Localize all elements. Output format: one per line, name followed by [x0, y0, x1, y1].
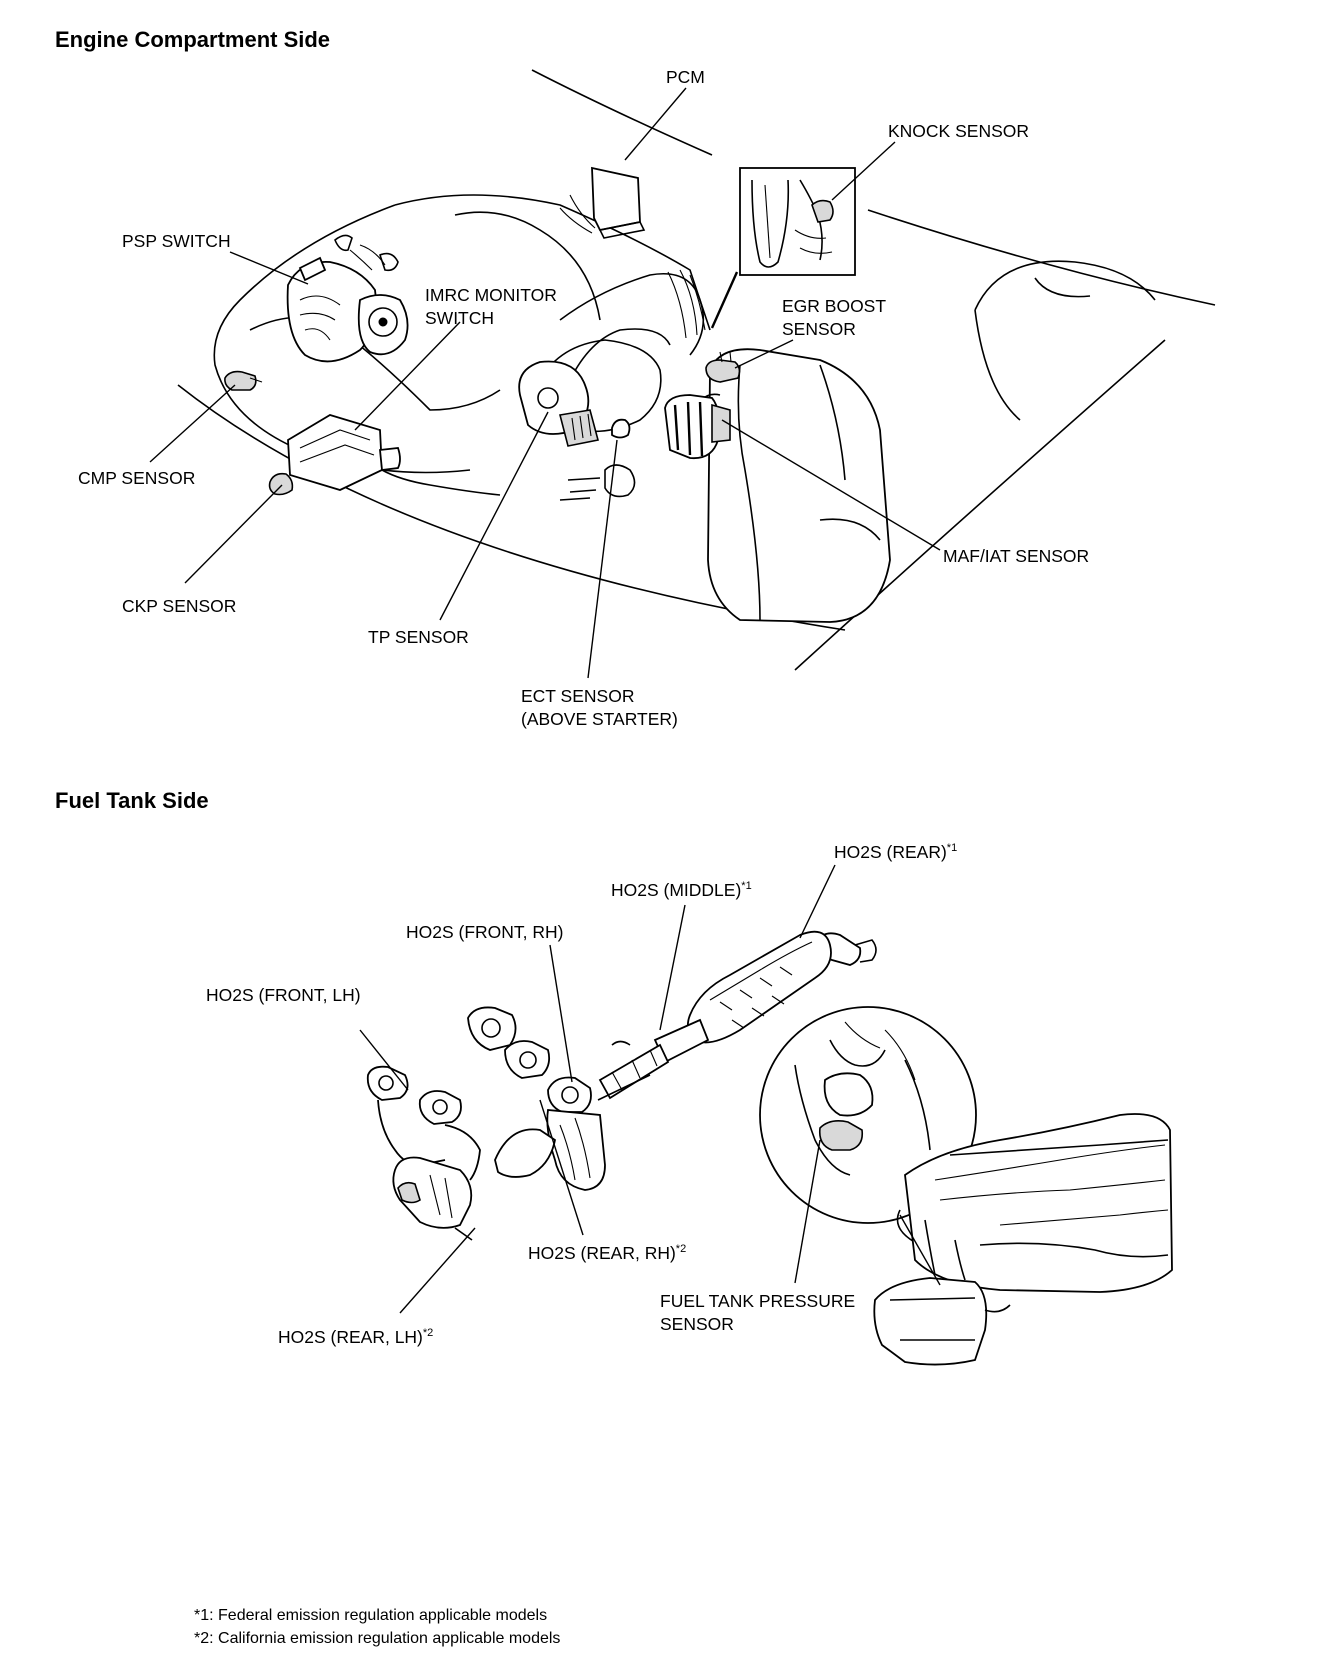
footnotes: *1: Federal emission regulation applicab…	[194, 1607, 560, 1647]
fuel-leader-lines	[359, 864, 836, 1314]
label-egr-line2: SENSOR	[782, 319, 856, 339]
label-ho2s-rear-lh: HO2S (REAR, LH)*2	[278, 1327, 433, 1347]
label-imrc-line2: SWITCH	[425, 308, 494, 328]
label-ftp-line1: FUEL TANK PRESSURE	[660, 1291, 855, 1311]
fuel-tank-drawing	[759, 1006, 1173, 1366]
knock-sensor-inset	[739, 167, 856, 276]
label-ftp-line2: SENSOR	[660, 1314, 734, 1334]
label-ho2s-middle: HO2S (MIDDLE)*1	[611, 880, 752, 900]
label-ho2s-rear-rh: HO2S (REAR, RH)*2	[528, 1243, 686, 1263]
engine-labels: PCM KNOCK SENSOR PSP SWITCH IMRC MONITOR…	[78, 67, 1089, 729]
label-cmp-sensor: CMP SENSOR	[78, 468, 195, 488]
label-imrc-line1: IMRC MONITOR	[425, 285, 557, 305]
label-ho2s-front-rh: HO2S (FRONT, RH)	[406, 922, 564, 942]
label-ckp-sensor: CKP SENSOR	[122, 596, 236, 616]
label-knock-sensor: KNOCK SENSOR	[888, 121, 1029, 141]
footnote-1: *1: Federal emission regulation applicab…	[194, 1607, 547, 1624]
fuel-section-title: Fuel Tank Side	[55, 788, 209, 813]
label-tp-sensor: TP SENSOR	[368, 627, 469, 647]
engine-leader-lines	[149, 87, 941, 679]
fuel-labels: HO2S (REAR)*1 HO2S (MIDDLE)*1 HO2S (FRON…	[206, 842, 957, 1347]
label-ect-line2: (ABOVE STARTER)	[521, 709, 678, 729]
label-ho2s-front-lh: HO2S (FRONT, LH)	[206, 985, 361, 1005]
label-maf-iat-sensor: MAF/IAT SENSOR	[943, 546, 1089, 566]
engine-compartment-drawing	[177, 69, 1216, 671]
label-pcm: PCM	[666, 67, 705, 87]
label-egr-line1: EGR BOOST	[782, 296, 886, 316]
label-ho2s-rear: HO2S (REAR)*1	[834, 842, 957, 862]
label-ect-line1: ECT SENSOR	[521, 686, 634, 706]
engine-section-title: Engine Compartment Side	[55, 27, 330, 52]
label-psp-switch: PSP SWITCH	[122, 231, 231, 251]
footnote-2: *2: California emission regulation appli…	[194, 1630, 560, 1647]
